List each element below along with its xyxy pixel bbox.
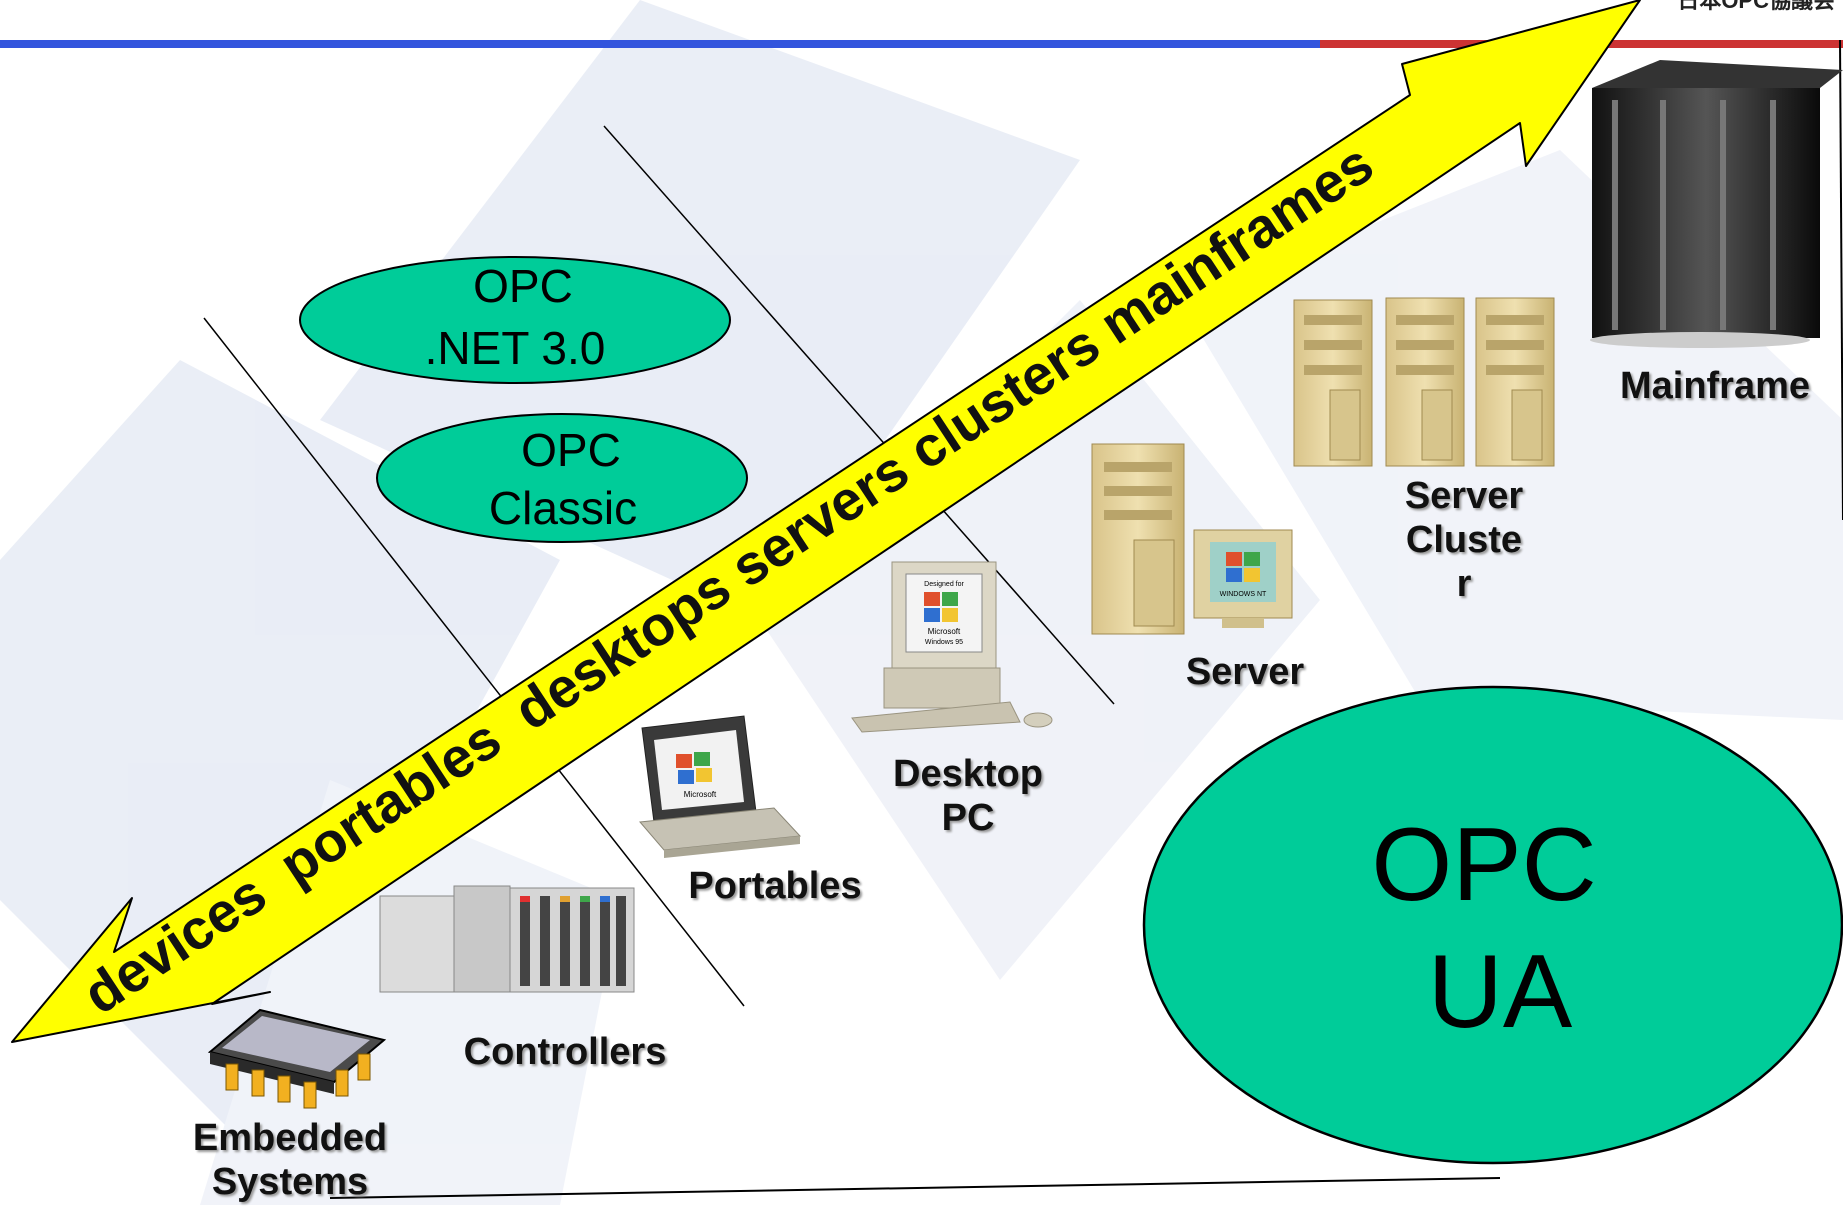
- oval-opc-ua: OPC UA: [1142, 685, 1843, 1165]
- server-monitor: WINDOWS NT: [1193, 529, 1293, 628]
- header-badge: 日本OPC協議会: [1677, 0, 1835, 13]
- oval-opc-net30: OPC .NET 3.0: [299, 256, 731, 384]
- bottom-border-line: [329, 1177, 1501, 1199]
- label-embedded-line2: Systems: [211, 1161, 369, 1203]
- label-server: Server: [1185, 651, 1305, 693]
- oval-opc-classic: OPC Classic: [376, 413, 748, 543]
- mainframe-icon: [1590, 60, 1843, 348]
- label-embedded: Embedded Systems: [160, 1116, 420, 1204]
- oval-ua-line1: OPC: [1371, 807, 1596, 923]
- label-server-cluster: Server Cluste r: [1354, 474, 1574, 606]
- label-server-cluster-line2: Cluste: [1405, 519, 1523, 561]
- server-icon: WINDOWS NT: [1091, 443, 1293, 635]
- label-server-cluster-line3: r: [1456, 563, 1472, 605]
- label-mainframe: Mainframe: [1619, 365, 1811, 407]
- oval-ua-line2: UA: [1428, 934, 1573, 1050]
- desktop-screen-windows: Windows 95: [925, 639, 963, 646]
- divider-lines: [203, 125, 1115, 1007]
- label-desktop-line1: Desktop: [893, 753, 1043, 795]
- oval-classic-line1: OPC: [521, 424, 621, 476]
- desktop-pc-icon: Designed for Microsoft Windows 95: [851, 561, 1053, 733]
- portable-screen-text: Microsoft: [684, 790, 717, 799]
- controllers-icon: [379, 885, 635, 993]
- desktop-screen-microsoft: Microsoft: [928, 627, 961, 636]
- oval-classic-line2: Classic: [489, 482, 637, 534]
- label-embedded-line1: Embedded: [192, 1117, 388, 1159]
- desktop-screen-designed: Designed for: [924, 581, 964, 588]
- server-screen-text: WINDOWS NT: [1220, 591, 1267, 598]
- portable-icon: Microsoft: [639, 715, 802, 858]
- label-portables: Portables: [688, 865, 862, 907]
- oval-net30-line2: .NET 3.0: [425, 322, 606, 374]
- oval-net30-line1: OPC: [473, 260, 573, 312]
- label-desktop-pc: Desktop PC: [858, 752, 1078, 840]
- server-cluster-icon: [1293, 297, 1555, 467]
- embedded-chip-icon: [207, 1008, 387, 1109]
- label-desktop-line2: PC: [941, 797, 995, 839]
- label-controllers: Controllers: [463, 1031, 667, 1073]
- label-server-cluster-line1: Server: [1404, 475, 1524, 517]
